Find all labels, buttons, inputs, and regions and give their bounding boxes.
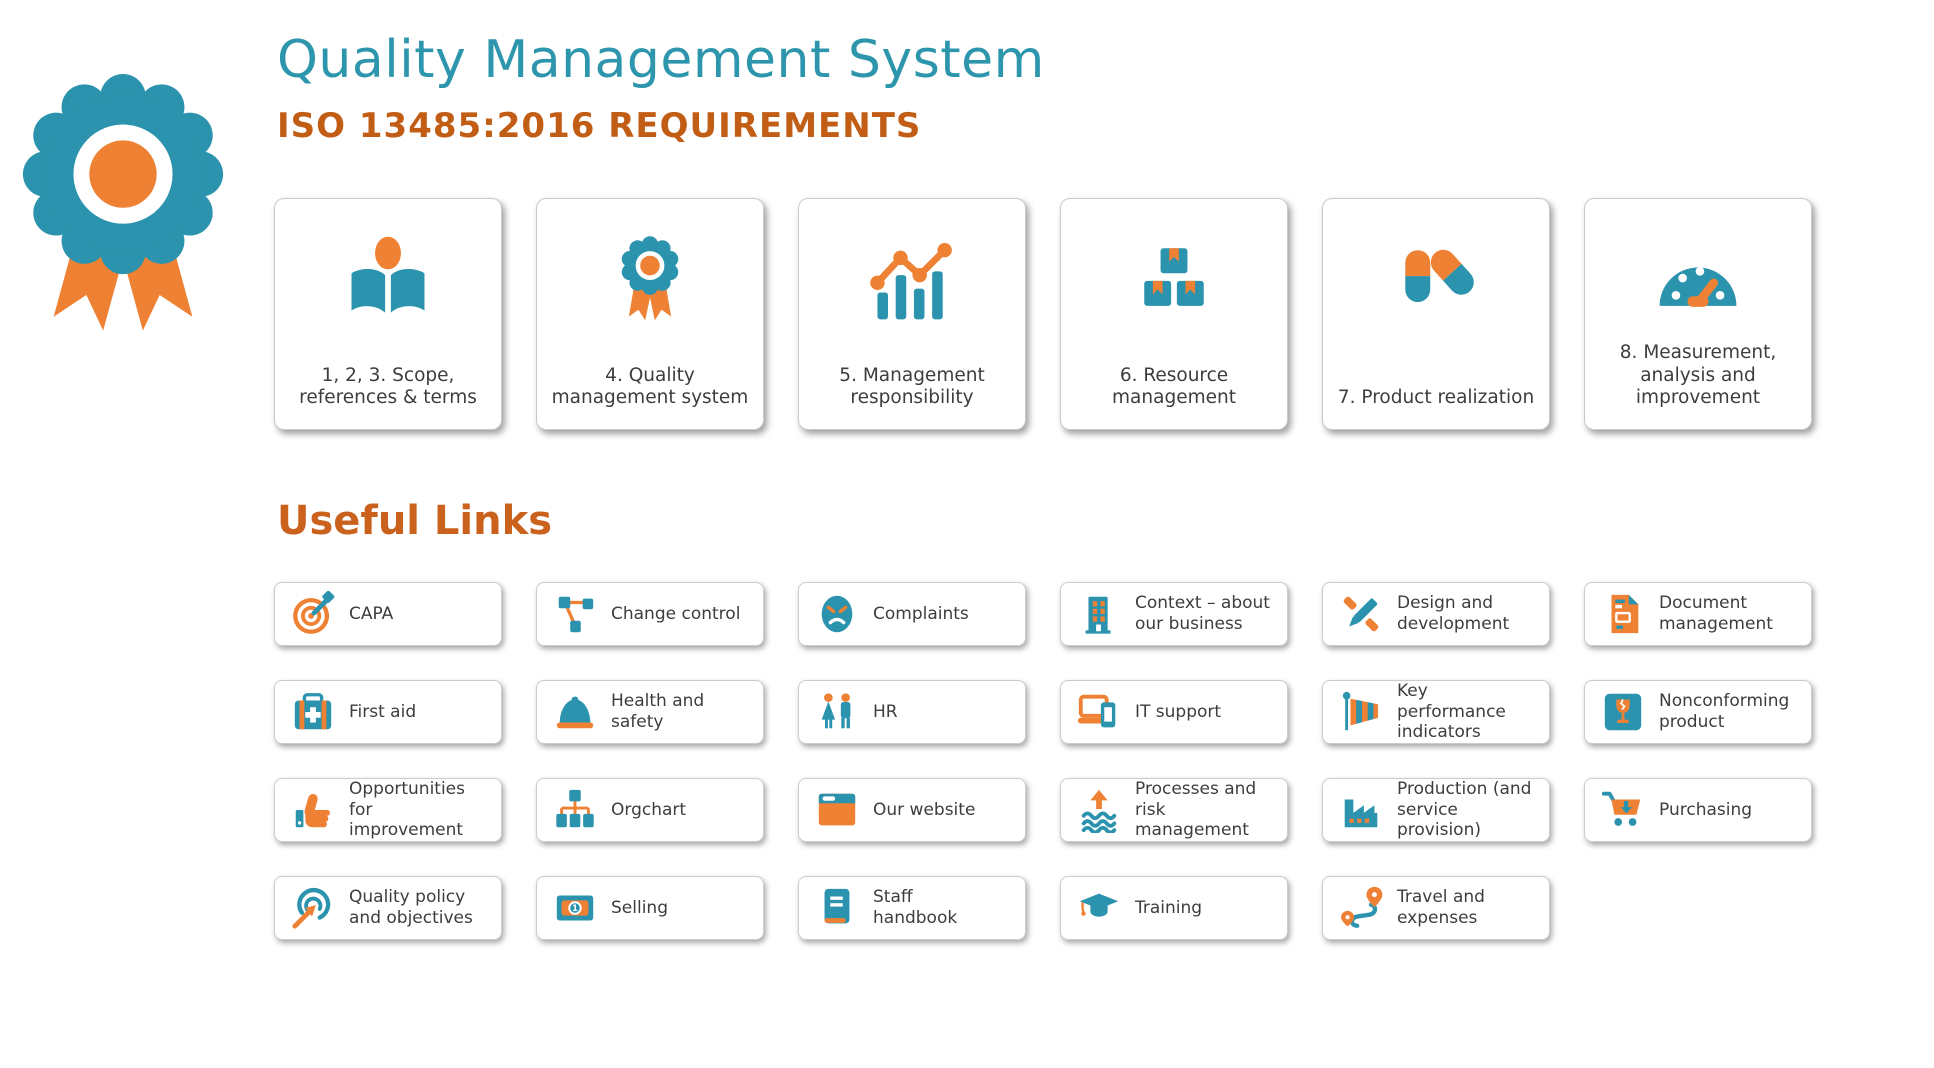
link-nonconforming-product[interactable]: Nonconforming product — [1584, 680, 1812, 744]
link-opportunities-for-improvement[interactable]: Opportunities for improvement — [274, 778, 502, 842]
link-label: Training — [1135, 897, 1203, 918]
card-label: 4. Quality management system — [551, 364, 749, 408]
link-label: Health and safety — [611, 691, 705, 732]
card-scope-references-terms[interactable]: 1, 2, 3. Scope, references & terms — [274, 198, 502, 430]
link-staff-handbook[interactable]: Staff handbook — [798, 876, 1026, 940]
link-quality-policy-and-objectives[interactable]: Quality policy and objectives — [274, 876, 502, 940]
target-arrow-icon — [290, 885, 336, 931]
useful-links-heading: Useful Links — [277, 498, 553, 544]
card-label: 1, 2, 3. Scope, references & terms — [299, 364, 477, 408]
angry-face-icon — [814, 591, 860, 637]
link-selling[interactable]: 1 Selling — [536, 876, 764, 940]
link-label: Nonconforming product — [1659, 691, 1790, 732]
link-label: First aid — [349, 701, 417, 722]
office-building-icon — [1076, 591, 1122, 637]
link-label: CAPA — [349, 603, 394, 624]
link-context-about-our-business[interactable]: Context – about our business — [1060, 582, 1288, 646]
windsock-icon — [1338, 689, 1384, 735]
link-training[interactable]: Training — [1060, 876, 1288, 940]
gauge-icon — [1650, 229, 1746, 329]
award-ribbon-badge-icon — [14, 34, 232, 340]
link-label: Document management — [1659, 593, 1773, 634]
link-label: Purchasing — [1659, 799, 1753, 820]
svg-text:1: 1 — [572, 904, 578, 914]
link-label: Travel and expenses — [1397, 887, 1485, 928]
link-label: Context – about our business — [1135, 593, 1270, 634]
link-label: Our website — [873, 799, 976, 820]
link-label: Opportunities for improvement — [349, 778, 465, 841]
link-processes-and-risk-management[interactable]: Processes and risk management — [1060, 778, 1288, 842]
link-label: Staff handbook — [873, 887, 958, 928]
stacked-boxes-icon — [1126, 229, 1222, 329]
card-measurement-analysis-improvement[interactable]: 8. Measurement, analysis and improvement — [1584, 198, 1812, 430]
card-label: 5. Management responsibility — [839, 364, 985, 408]
link-label: Key performance indicators — [1397, 680, 1506, 743]
network-nodes-icon — [552, 591, 598, 637]
link-document-management[interactable]: Document management — [1584, 582, 1812, 646]
page-title: Quality Management System — [277, 30, 1045, 90]
award-rosette-icon — [602, 229, 698, 329]
target-dart-icon — [290, 591, 336, 637]
link-change-control[interactable]: Change control — [536, 582, 764, 646]
link-orgchart[interactable]: Orgchart — [536, 778, 764, 842]
link-health-and-safety[interactable]: Health and safety — [536, 680, 764, 744]
link-label: Design and development — [1397, 593, 1510, 634]
card-quality-management-system[interactable]: 4. Quality management system — [536, 198, 764, 430]
factory-icon — [1338, 787, 1384, 833]
header: Quality Management System ISO 13485:2016… — [277, 30, 1045, 146]
line-bar-chart-icon — [864, 229, 960, 329]
handbook-icon — [814, 885, 860, 931]
graduation-cap-icon — [1076, 885, 1122, 931]
card-label: 6. Resource management — [1112, 364, 1236, 408]
people-icon — [814, 689, 860, 735]
link-first-aid[interactable]: First aid — [274, 680, 502, 744]
link-capa[interactable]: CAPA — [274, 582, 502, 646]
broken-glass-icon — [1600, 689, 1646, 735]
link-label: HR — [873, 701, 898, 722]
link-label: Change control — [611, 603, 741, 624]
document-icon — [1600, 591, 1646, 637]
pills-icon — [1388, 229, 1484, 329]
card-resource-management[interactable]: 6. Resource management — [1060, 198, 1288, 430]
link-production-and-service-provision[interactable]: Production (and service provision) — [1322, 778, 1550, 842]
link-label: Complaints — [873, 603, 969, 624]
link-label: Processes and risk management — [1135, 778, 1257, 841]
link-label: IT support — [1135, 701, 1222, 722]
route-pins-icon — [1338, 885, 1384, 931]
first-aid-kit-icon — [290, 689, 336, 735]
link-label: Production (and service provision) — [1397, 778, 1532, 841]
useful-links-grid: CAPA Change control — [274, 582, 1812, 940]
card-management-responsibility[interactable]: 5. Management responsibility — [798, 198, 1026, 430]
orgchart-icon — [552, 787, 598, 833]
shopping-cart-icon — [1600, 787, 1646, 833]
link-our-website[interactable]: Our website — [798, 778, 1026, 842]
card-label: 8. Measurement, analysis and improvement — [1619, 342, 1777, 408]
laptop-phone-icon — [1076, 689, 1122, 735]
banknote-icon: 1 — [552, 885, 598, 931]
browser-window-icon — [814, 787, 860, 833]
link-key-performance-indicators[interactable]: Key performance indicators — [1322, 680, 1550, 744]
card-label: 7. Product realization — [1337, 386, 1535, 408]
card-product-realization[interactable]: 7. Product realization — [1322, 198, 1550, 430]
arrow-waves-icon — [1076, 787, 1122, 833]
link-design-and-development[interactable]: Design and development — [1322, 582, 1550, 646]
link-label: Orgchart — [611, 799, 687, 820]
thumbs-up-icon — [290, 787, 336, 833]
link-hr[interactable]: HR — [798, 680, 1026, 744]
crossed-tools-icon — [1338, 591, 1384, 637]
link-complaints[interactable]: Complaints — [798, 582, 1026, 646]
reading-person-icon — [340, 229, 436, 329]
link-label: Quality policy and objectives — [349, 887, 473, 928]
link-purchasing[interactable]: Purchasing — [1584, 778, 1812, 842]
page-subtitle: ISO 13485:2016 REQUIREMENTS — [277, 106, 922, 146]
link-travel-and-expenses[interactable]: Travel and expenses — [1322, 876, 1550, 940]
link-label: Selling — [611, 897, 668, 918]
hard-hat-icon — [552, 689, 598, 735]
requirement-cards-row: 1, 2, 3. Scope, references & terms — [274, 198, 1812, 430]
link-it-support[interactable]: IT support — [1060, 680, 1288, 744]
